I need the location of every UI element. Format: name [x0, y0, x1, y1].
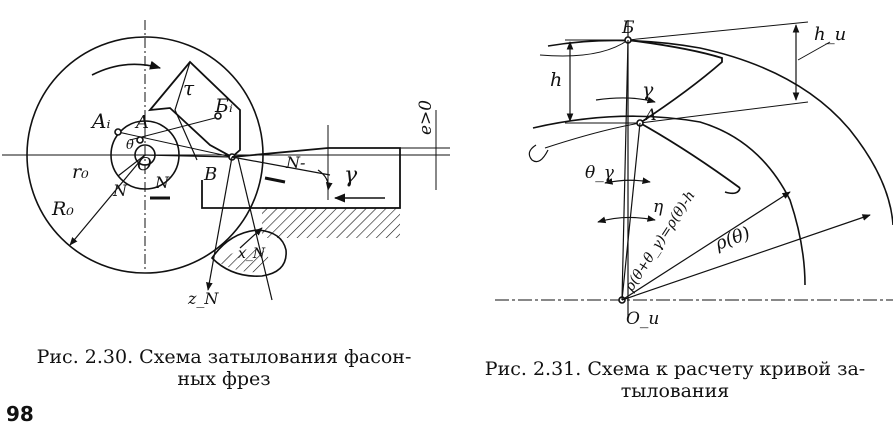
tool-body	[201, 147, 401, 209]
profile-section	[210, 229, 287, 277]
label-A: A	[134, 112, 149, 133]
label-theta-gamma: θ_γ	[585, 163, 615, 183]
cutter-circle	[26, 36, 264, 274]
caption-left: Рис. 2.30. Схема затылования фасон- ных …	[4, 346, 444, 390]
caption-right-line1: Рис. 2.31. Схема к расчету кривой за-	[484, 358, 866, 380]
figure-left	[2, 20, 450, 301]
label-zN: z_N	[187, 289, 219, 308]
point-Ai	[114, 128, 122, 136]
label-e: e>0	[416, 100, 436, 135]
r0-radius	[117, 154, 146, 177]
point-Bi	[214, 112, 222, 120]
point-A	[136, 136, 144, 144]
figure-left-labels: Aᵢ A θ O r₀ R₀ N N τ Бᵢ B N- γ e>0 x_N z…	[51, 76, 436, 308]
rho-theta-line	[621, 214, 871, 301]
caption-left-line2: ных фрез	[177, 368, 271, 390]
label-N2: N	[154, 173, 170, 192]
caption-left-line1: Рис. 2.30. Схема затылования фасон-	[36, 346, 412, 368]
rho-line	[621, 191, 791, 301]
label-O: O	[137, 154, 152, 175]
figure-right	[495, 20, 893, 318]
page-number: 98	[6, 402, 34, 426]
label-rho: ρ(θ)	[712, 223, 753, 255]
label-N-minus: N-	[285, 153, 305, 172]
label-tau: τ	[183, 76, 195, 100]
label-R0: R₀	[51, 198, 74, 220]
label-Ou: O_u	[626, 309, 659, 329]
outer-arc	[547, 39, 893, 226]
label-A-right: A	[643, 105, 657, 124]
label-Ai: Aᵢ	[90, 109, 110, 133]
label-hu: h_u	[814, 24, 846, 45]
R0-radius	[69, 154, 146, 246]
label-xN: x_N	[238, 246, 266, 262]
inner-arc	[532, 115, 806, 286]
caption-right-line2: тылования	[620, 380, 730, 402]
label-gamma-right: γ	[642, 79, 654, 101]
tooth-curve	[627, 39, 741, 189]
figure-right-labels: Б h_u h γ A θ_γ η ρ(θ+θ_γ)=ρ(θ)-h ρ(θ) O…	[550, 18, 846, 329]
label-B-top: Б	[621, 18, 635, 38]
label-Bi: Бᵢ	[214, 95, 233, 117]
tool-hatch	[262, 208, 400, 238]
tooth-back	[174, 61, 198, 161]
label-gamma-left: γ	[344, 163, 358, 188]
base-circle	[110, 120, 180, 190]
zN-axis	[206, 156, 233, 291]
label-B: B	[203, 164, 217, 185]
label-theta: θ	[126, 138, 134, 153]
rotation-arrow	[91, 60, 162, 76]
label-eta: η	[653, 197, 664, 217]
label-r0: r₀	[72, 161, 89, 183]
label-h: h	[550, 69, 562, 91]
label-N1: N	[112, 181, 128, 200]
caption-right: Рис. 2.31. Схема к расчету кривой за- ты…	[460, 358, 890, 402]
